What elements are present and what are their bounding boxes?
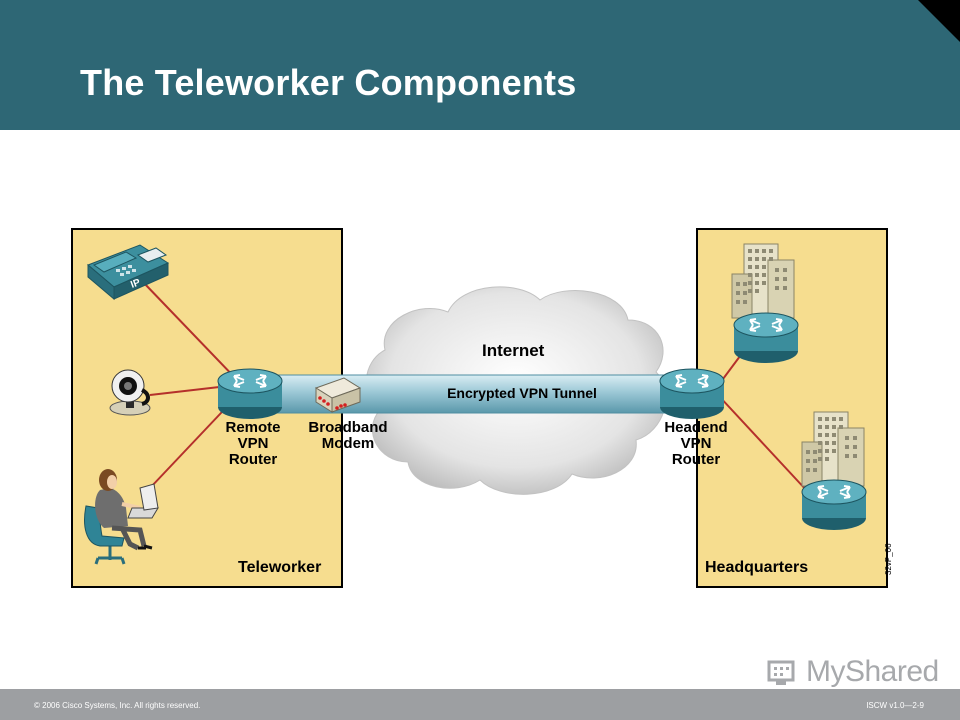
broadband-modem-icon [314,377,362,413]
headend-router-icon [659,368,725,420]
teleworker-user-icon [84,469,159,565]
teleworker-panel-label: Teleworker [238,559,322,576]
headend-router-label-line2: VPN [680,435,712,452]
ip-phone-icon: IP [87,244,170,301]
link-camera [149,385,229,396]
footer-copyright: © 2006 Cisco Systems, Inc. All rights re… [34,701,201,710]
brand-icon [767,660,795,685]
hq-router-top-icon [733,312,799,364]
tunnel-label: Encrypted VPN Tunnel [447,385,597,401]
ip-phone-text: IP [129,277,142,291]
headend-router-label-line3: Router [671,451,721,468]
remote-router-label-line3: Router [228,451,278,468]
headquarters-panel-label: Headquarters [705,559,809,576]
broadband-modem-label-line2: Modem [321,435,375,452]
footer-course-code: ISCW v1.0—2-9 [866,701,924,710]
figure-code: 32vP_06 [884,543,893,575]
headend-router-label-line1: Headend [664,419,728,436]
remote-router-label-line1: Remote [225,419,281,436]
remote-router-label: Remote VPN Router [220,420,286,468]
remote-router-label-line2: VPN [237,435,269,452]
broadband-modem-label-line1: Broadband [308,419,388,436]
hq-router-bottom-icon [801,479,867,531]
video-camera-icon [109,369,151,416]
headend-router-label: Headend VPN Router [656,420,736,468]
link-phone [142,281,241,384]
slide-header [0,0,960,130]
remote-router-icon [217,368,283,420]
slide-title: The Teleworker Components [80,62,577,103]
internet-label: Internet [482,341,545,360]
header-corner [918,0,960,42]
slide-footer [0,689,960,720]
link-hq-bottom [717,394,809,493]
brand-logo-text: MyShared [806,655,939,688]
broadband-modem-label: Broadband Modem [300,420,396,452]
